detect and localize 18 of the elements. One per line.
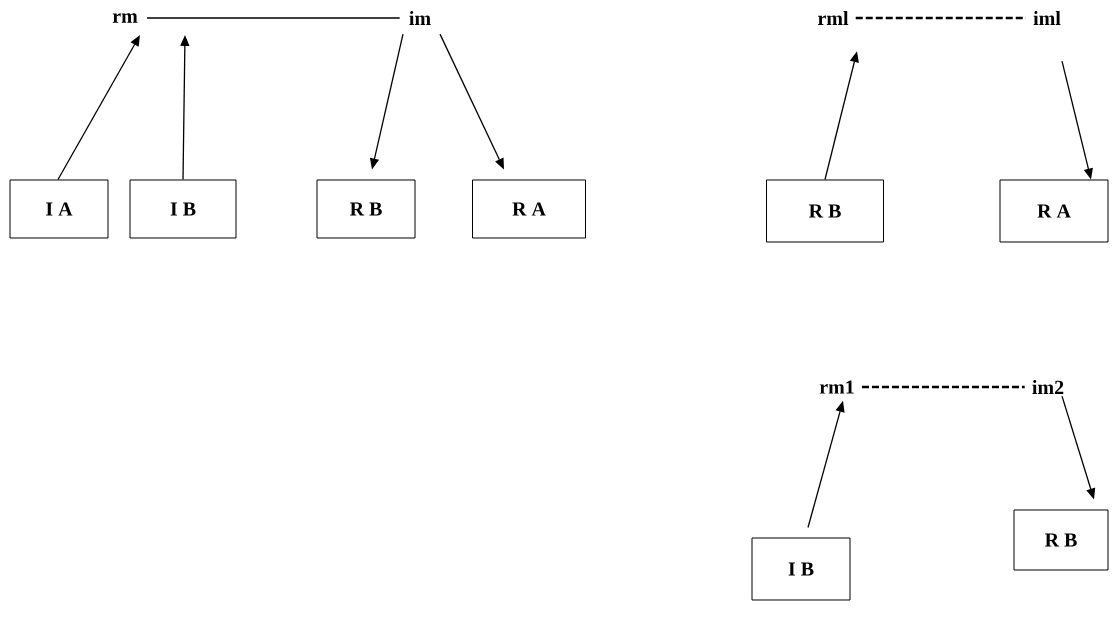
label-box: R A (999, 179, 1109, 243)
label-box: R A (472, 179, 586, 239)
label-box: I B (751, 537, 851, 601)
connector-line (861, 385, 1025, 389)
label-box: R B (1013, 509, 1109, 571)
label-box: I A (9, 179, 109, 239)
label-box: I B (129, 179, 237, 239)
node-label: im2 (1032, 380, 1064, 394)
node-label: rm1 (819, 380, 854, 394)
node-label: rm (112, 13, 138, 23)
connector-line (146, 17, 401, 19)
label-box: R B (316, 179, 416, 239)
arrow (57, 35, 140, 181)
label-box: R B (766, 179, 884, 243)
node-label: iml (1033, 11, 1061, 25)
connector-line (855, 16, 1026, 20)
node-label: rml (818, 11, 849, 25)
node-label: im (409, 11, 431, 25)
